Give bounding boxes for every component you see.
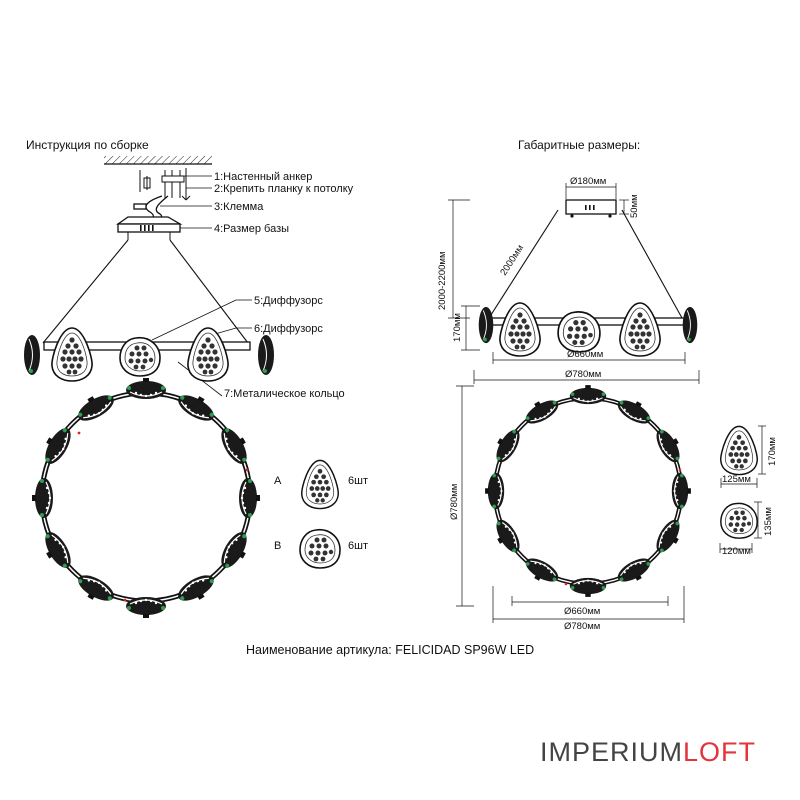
right-title: Габаритные размеры: (518, 138, 640, 152)
article-name: Наименование артикула: FELICIDAD SP96W L… (246, 643, 534, 657)
dim-total-height: 2000-2200мм (437, 252, 448, 311)
callout-6: 6:Диффузорс (254, 323, 323, 335)
diffuser-b-letter: B (274, 540, 281, 552)
dim-base-diameter: Ø180мм (570, 176, 606, 187)
callout-2: 2:Крепить планку к потолку (214, 183, 354, 195)
detail-diffuser-a (720, 425, 758, 476)
right-diffuser-a-2 (619, 302, 661, 357)
dim-outer-ring-side: Ø780мм (565, 369, 601, 380)
left-plan-ring (39, 390, 253, 604)
wall-anchors (139, 168, 191, 201)
left-side-elevation (23, 327, 275, 382)
dim-plan-height: Ø780мм (449, 484, 460, 520)
callout-1: 1:Настенный анкер (214, 171, 312, 183)
right-canopy (565, 199, 617, 218)
brand-part2: LOFT (683, 737, 756, 767)
dim-lines-diffuser-b (719, 501, 762, 553)
dim-side-height: 170мм (452, 313, 463, 342)
callout-7: 7:Металическое кольцо (224, 388, 345, 400)
dim-diffuser-a-height: 170мм (767, 437, 778, 466)
dim-inner-ring-side: Ø660мм (567, 349, 603, 360)
side-pod-right (257, 334, 275, 376)
dim-lines-plan (456, 385, 685, 623)
svg-text:IMPERIUMLOFT: IMPERIUMLOFT (540, 737, 756, 767)
detail-diffuser-b (720, 502, 758, 539)
suspension-cables (42, 239, 249, 344)
canopy-base (115, 216, 183, 240)
brand-part1: IMPERIUM (540, 737, 683, 767)
dim-diffuser-b-width: 120мм (722, 546, 751, 557)
ceiling (104, 156, 212, 165)
right-diffuser-a-1 (499, 302, 541, 357)
diffuser-a-qty: 6шт (348, 475, 368, 487)
dim-lines-vertical (448, 199, 480, 351)
dim-diffuser-b-height: 135мм (763, 507, 774, 536)
diffuser-b-legend (299, 528, 341, 569)
diffuser-b-qty: 6шт (348, 540, 368, 552)
callout-3: 3:Клемма (214, 201, 264, 213)
diffuser-a-right (187, 327, 229, 382)
right-side-elevation (478, 302, 698, 357)
dim-base-height: 50мм (629, 194, 640, 218)
right-cables (488, 209, 683, 319)
diffuser-a-letter: A (274, 475, 282, 487)
left-plan-pods (32, 378, 260, 618)
callout-4: 4:Размер базы (214, 223, 289, 235)
right-plan-ring (492, 395, 684, 587)
diffuser-a-left (51, 327, 93, 382)
diffuser-b-center (119, 336, 161, 377)
dim-cable-length: 2000мм (498, 243, 526, 278)
dim-inner-ring-plan: Ø660мм (564, 606, 600, 617)
dim-lines-diffuser-a (720, 425, 766, 488)
dim-lines-horizontal (473, 352, 700, 384)
left-title: Инструкция по сборке (26, 138, 149, 152)
brand-logo: IMPERIUMLOFT (540, 737, 756, 767)
dim-diffuser-a-width: 125мм (722, 474, 751, 485)
diffuser-a-legend (301, 459, 339, 510)
dim-lines-top (565, 183, 629, 215)
dim-outer-ring-plan: Ø780мм (564, 621, 600, 632)
right-plan-pods (485, 385, 691, 597)
right-diffuser-b (557, 311, 601, 353)
side-pod-left (23, 334, 41, 376)
callout-5: 5:Диффузорс (254, 295, 323, 307)
